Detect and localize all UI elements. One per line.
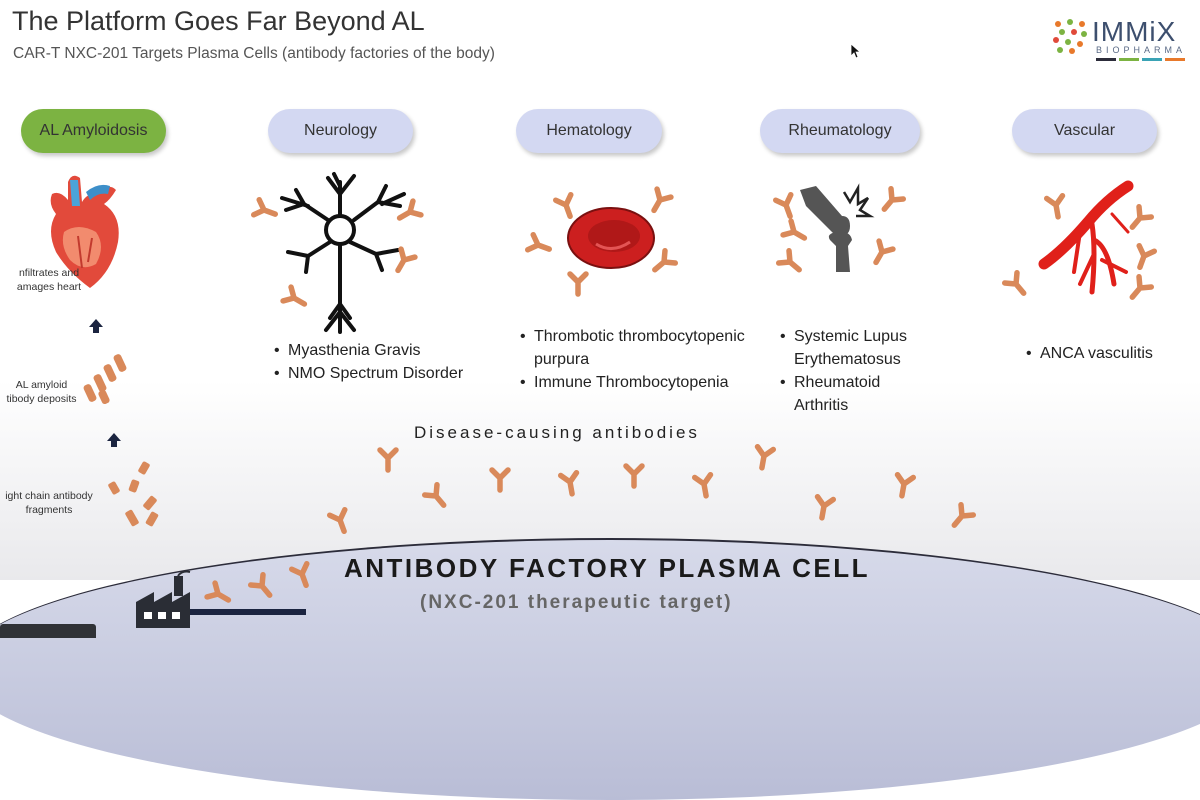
category-hematology: Hematology	[516, 109, 662, 153]
category-vascular: Vascular	[1012, 109, 1157, 153]
red-blood-cell-icon	[567, 207, 655, 269]
list-item: •Thrombotic thrombocytopenic purpura	[520, 328, 745, 368]
slide-title: The Platform Goes Far Beyond AL	[12, 6, 425, 36]
list-item: •Myasthenia Gravis	[274, 342, 421, 359]
heart-caption: nfiltrates and amages heart	[16, 267, 82, 293]
arrow-up-icon-2	[107, 433, 121, 447]
arrow-up-icon	[89, 319, 103, 333]
joint-pain-icon	[800, 183, 875, 272]
neuron-icon	[280, 172, 406, 334]
light-chain-fragments-icon	[108, 461, 159, 527]
disease-causing-antibodies-label: Disease-causing antibodies	[414, 423, 700, 442]
logo-name: IMMiX	[1092, 16, 1177, 47]
blood-vessel-icon	[1038, 180, 1134, 295]
list-item: •NMO Spectrum Disorder	[274, 365, 464, 382]
deposits-caption: AL amyloid tibody deposits	[6, 379, 77, 405]
list-item: •ANCA vasculitis	[1026, 345, 1153, 362]
plasma-cell-title: ANTIBODY FACTORY PLASMA CELL	[344, 553, 870, 583]
factory-icon	[136, 570, 306, 628]
category-rheumatology: Rheumatology	[760, 109, 920, 153]
logo-mark-icon	[1053, 19, 1087, 54]
logo-underline	[1096, 58, 1185, 61]
list-item: •Immune Thrombocytopenia	[520, 374, 729, 391]
amyloid-deposits-icon	[83, 354, 127, 405]
heart-icon	[50, 175, 119, 288]
vascular-disease-list: •ANCA vasculitis	[1026, 342, 1186, 365]
plasma-cell-subtitle: (NXC-201 therapeutic target)	[420, 592, 733, 613]
category-neurology: Neurology	[268, 109, 413, 153]
company-logo: IMMiX BIOPHARMA	[1050, 14, 1190, 64]
list-item: •Systemic Lupus Erythematosus	[780, 328, 907, 368]
slide-subtitle: CAR-T NXC-201 Targets Plasma Cells (anti…	[13, 45, 495, 62]
mouse-cursor-icon	[850, 43, 862, 59]
hematology-disease-list: •Thrombotic thrombocytopenic purpura •Im…	[520, 325, 770, 394]
category-al-amyloidosis: AL Amyloidosis	[21, 109, 166, 153]
video-overlay-tab	[0, 624, 96, 638]
neurology-disease-list: •Myasthenia Gravis •NMO Spectrum Disorde…	[274, 339, 504, 385]
fragments-caption: ight chain antibody fragments	[5, 490, 93, 516]
logo-subtitle: BIOPHARMA	[1096, 45, 1187, 55]
rheumatology-disease-list: •Systemic Lupus Erythematosus •Rheumatoi…	[780, 325, 930, 417]
list-item: •Rheumatoid Arthritis	[780, 374, 881, 414]
